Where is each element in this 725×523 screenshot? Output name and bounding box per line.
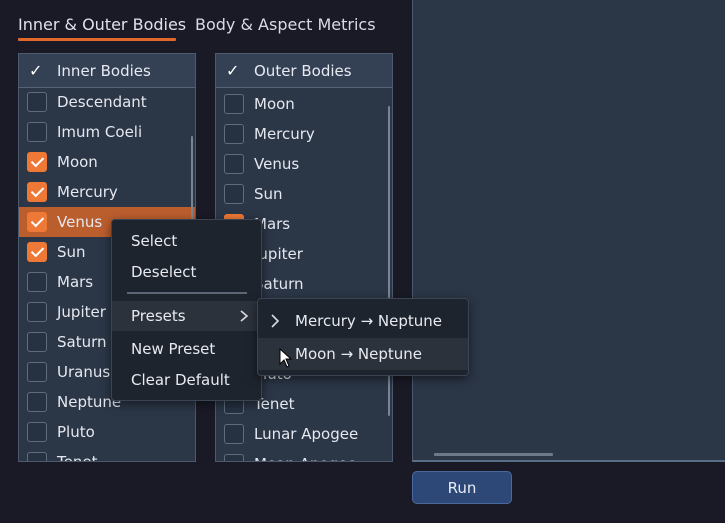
menu-item-deselect[interactable]: Deselect [131, 263, 197, 281]
menu-item-presets-label: Presets [131, 307, 186, 325]
list-item[interactable]: Mercury [216, 119, 392, 149]
list-item[interactable]: Lunar Apogee [216, 419, 392, 449]
outer-list-scrollbar[interactable] [388, 106, 390, 416]
list-item-label: Sun [57, 243, 86, 261]
active-tab-indicator [18, 38, 176, 41]
menu-item-select[interactable]: Select [131, 232, 178, 250]
list-item-label: Imum Coeli [57, 123, 143, 141]
list-item[interactable]: Mercury [19, 177, 195, 207]
chevron-right-icon [271, 314, 280, 328]
checkbox[interactable] [224, 124, 244, 144]
list-item-label: Saturn [57, 333, 107, 351]
chart-canvas-panel [412, 0, 725, 462]
list-item-label: Jupiter [254, 245, 303, 263]
context-menu: Select Deselect Presets New Preset Clear… [111, 219, 262, 401]
list-item[interactable]: Jupiter [19, 297, 195, 327]
checkbox[interactable] [224, 424, 244, 444]
outer-bodies-title: Outer Bodies [254, 61, 352, 80]
list-item-label: Saturn [254, 275, 304, 293]
list-item-label: Tenet [254, 395, 295, 413]
list-item-label: Jupiter [57, 303, 106, 321]
list-item[interactable]: Mean Apogee [216, 449, 392, 461]
list-item-label: Venus [57, 213, 103, 231]
list-item[interactable]: Moon [216, 89, 392, 119]
mouse-cursor-icon [279, 348, 293, 368]
preset-item-moon-neptune[interactable]: Moon → Neptune [258, 338, 468, 370]
preset-label: Moon → Neptune [295, 345, 423, 363]
checkbox[interactable] [27, 362, 47, 382]
preset-label: Mercury → Neptune [295, 312, 443, 330]
check-all-icon[interactable]: ✓ [29, 61, 43, 80]
checkbox[interactable] [224, 454, 244, 461]
list-item-label: Descendant [57, 93, 147, 111]
tab-inner-outer-bodies[interactable]: Inner & Outer Bodies [18, 15, 187, 34]
list-item-label: Mercury [254, 125, 315, 143]
chevron-right-icon [240, 310, 249, 322]
checkbox[interactable] [27, 242, 47, 262]
list-item-label: Moon [57, 153, 98, 171]
list-item-label: Mean Apogee [254, 455, 357, 461]
checkbox[interactable] [27, 272, 47, 292]
checkbox[interactable] [27, 302, 47, 322]
list-item-label: Pluto [57, 423, 95, 441]
list-item[interactable]: Moon [19, 147, 195, 177]
list-item-label: Tenet [57, 453, 98, 462]
list-item[interactable]: Tenet [19, 447, 195, 462]
list-item-label: Mars [254, 215, 291, 233]
checkbox[interactable] [224, 94, 244, 114]
menu-item-presets[interactable]: Presets [112, 301, 261, 331]
preset-item-mercury-neptune[interactable]: Mercury → Neptune [258, 305, 468, 337]
list-item-label: Mars [57, 273, 94, 291]
list-item-label: Lunar Apogee [254, 425, 359, 443]
list-item-label: Neptune [57, 393, 122, 411]
menu-item-clear-default[interactable]: Clear Default [131, 371, 230, 389]
menu-item-new-preset[interactable]: New Preset [131, 340, 216, 358]
checkbox[interactable] [27, 122, 47, 142]
list-item[interactable]: Saturn [19, 327, 195, 357]
checkbox[interactable] [27, 212, 47, 232]
checkbox[interactable] [27, 152, 47, 172]
checkbox[interactable] [27, 452, 47, 461]
horizontal-scrollbar[interactable] [434, 453, 553, 456]
list-item[interactable]: Neptune [19, 387, 195, 417]
list-item[interactable]: Descendant [19, 87, 195, 117]
list-item[interactable]: Imum Coeli [19, 117, 195, 147]
run-button[interactable]: Run [412, 471, 512, 504]
list-item-label: Sun [254, 185, 283, 203]
list-item[interactable]: Mars [19, 267, 195, 297]
checkbox[interactable] [27, 182, 47, 202]
list-item-label: Venus [254, 155, 300, 173]
inner-bodies-title: Inner Bodies [57, 61, 151, 80]
list-item[interactable]: Pluto [19, 417, 195, 447]
list-item[interactable]: Uranus [19, 357, 195, 387]
list-item-label: Mercury [57, 183, 118, 201]
inner-bodies-header[interactable]: ✓ Inner Bodies [19, 54, 195, 88]
outer-bodies-header[interactable]: ✓ Outer Bodies [216, 54, 392, 88]
list-item[interactable]: Sun [19, 237, 195, 267]
checkbox[interactable] [224, 154, 244, 174]
list-item[interactable]: Venus [216, 149, 392, 179]
list-item[interactable]: Sun [216, 179, 392, 209]
presets-submenu: Mercury → Neptune Moon → Neptune [257, 298, 469, 376]
list-item-label: Moon [254, 95, 295, 113]
menu-separator [127, 292, 247, 294]
checkbox[interactable] [27, 332, 47, 352]
checkbox[interactable] [27, 392, 47, 412]
check-all-icon[interactable]: ✓ [226, 61, 240, 80]
checkbox[interactable] [224, 184, 244, 204]
checkbox[interactable] [27, 92, 47, 112]
list-item-label: Uranus [57, 363, 111, 381]
tab-body-aspect-metrics[interactable]: Body & Aspect Metrics [195, 15, 376, 34]
checkbox[interactable] [27, 422, 47, 442]
